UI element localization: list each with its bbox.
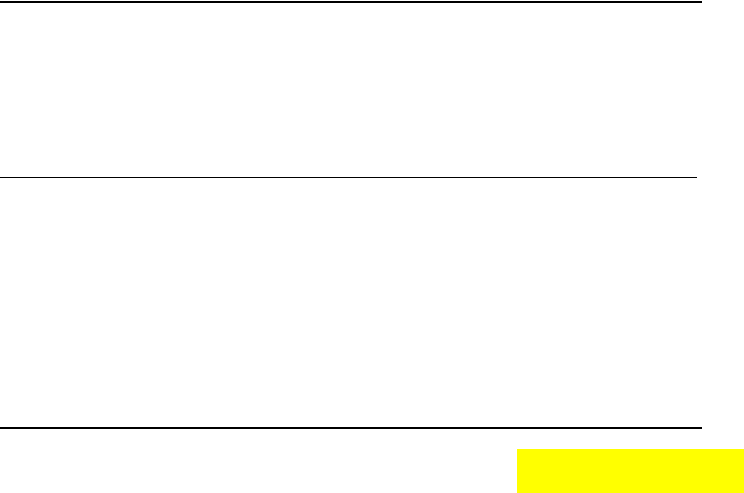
bottom-divider-line: [0, 427, 702, 429]
top-divider-line: [0, 1, 702, 3]
yellow-highlight-block: [517, 449, 744, 493]
middle-divider-line: [0, 177, 697, 178]
